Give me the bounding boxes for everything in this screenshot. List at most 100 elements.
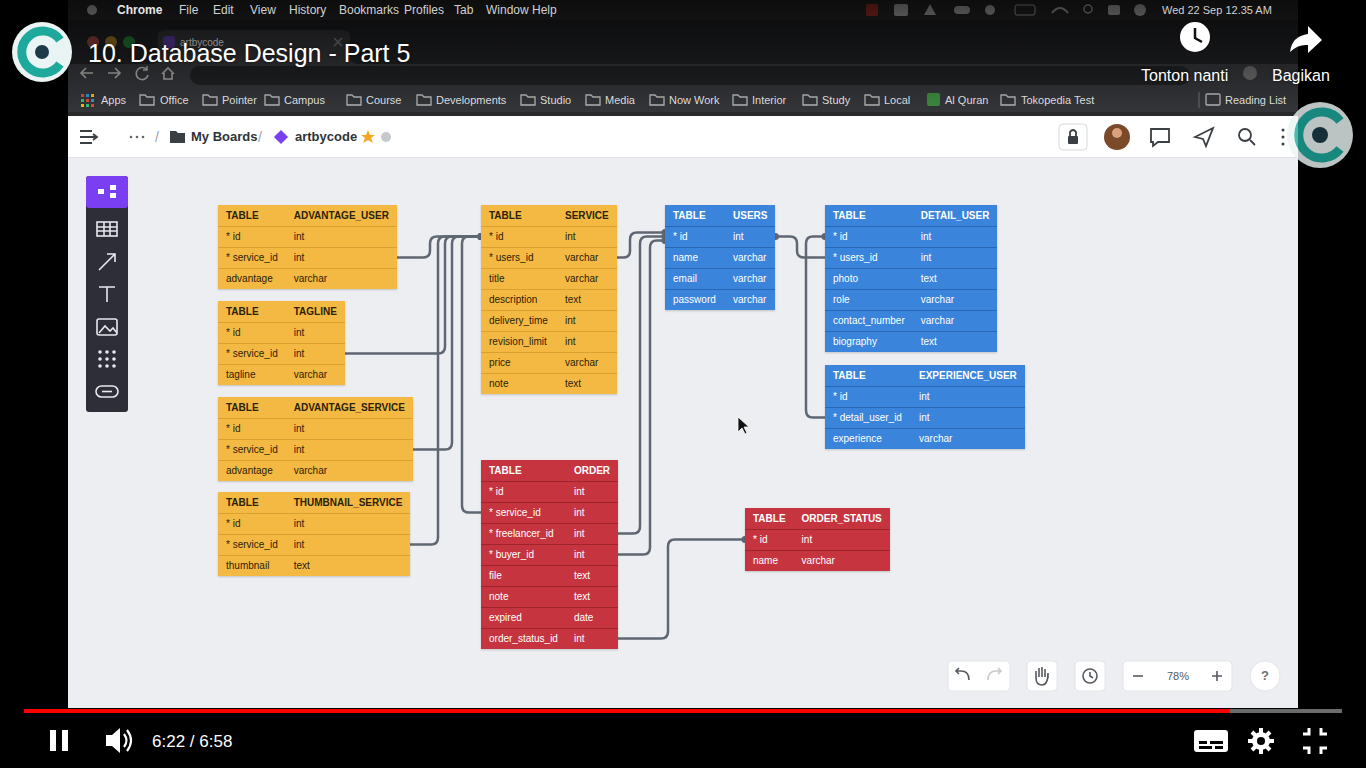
board-header-icons	[1059, 124, 1087, 150]
table-header-cell: TABLE	[481, 460, 566, 481]
field-type: varchar	[725, 247, 775, 268]
ui-label: Profiles	[404, 3, 444, 18]
ui-label: /	[258, 128, 262, 146]
connector-line	[410, 237, 481, 545]
ui-label: ?	[1261, 668, 1269, 684]
board-header-icons	[142, 136, 145, 139]
field-name: * id	[218, 322, 286, 343]
field-name: advantage	[218, 460, 286, 481]
connector-line	[775, 237, 825, 258]
channel-watermark	[1299, 112, 1340, 158]
field-type: int	[286, 226, 397, 247]
board-header-icons	[80, 124, 1285, 150]
field-name: expired	[481, 607, 566, 628]
ui-label: Chrome	[117, 3, 162, 18]
tool-palette	[105, 357, 109, 361]
field-type: int	[566, 628, 618, 649]
field-name: * id	[825, 386, 911, 407]
board-header-icons	[170, 131, 185, 143]
field-name: * id	[665, 226, 725, 247]
table-header-cell: TABLE	[825, 205, 913, 226]
board-header-icons	[1151, 129, 1169, 146]
table-box: TABLESERVICE* idint* users_idvarchartitl…	[481, 205, 617, 394]
field-name: photo	[825, 268, 913, 289]
tool-palette	[97, 222, 117, 335]
player-controls	[1199, 741, 1223, 749]
canvas-controls	[956, 668, 969, 680]
tool-palette	[99, 287, 115, 302]
table-header-cell: TABLE	[218, 492, 286, 513]
field-type: int	[913, 247, 998, 268]
field-name: experience	[825, 428, 911, 449]
field-type: text	[566, 586, 618, 607]
field-type: varchar	[557, 268, 617, 289]
ui-label: Local	[884, 93, 910, 107]
field-name: title	[481, 268, 557, 289]
field-type: varchar	[913, 310, 998, 331]
board-header-icons	[1282, 136, 1285, 139]
player-controls	[1303, 728, 1327, 754]
backgrounds	[68, 157, 1298, 158]
field-type: int	[286, 343, 345, 364]
board-header-icons	[1239, 129, 1251, 141]
field-type: int	[557, 331, 617, 352]
relation-connector	[617, 229, 669, 258]
field-type: varchar	[286, 364, 345, 385]
tool-palette	[99, 254, 115, 270]
table-header-cell: TABLE	[665, 205, 725, 226]
field-name: * service_id	[218, 247, 286, 268]
canvas-controls	[956, 667, 1222, 685]
ui-label: artbycode	[295, 129, 357, 145]
field-name: * buyer_id	[481, 544, 566, 565]
field-type: varchar	[557, 247, 617, 268]
ui-label: View	[250, 3, 276, 18]
ui-label: Tokopedia Test	[1021, 93, 1094, 107]
channel-watermark	[1312, 127, 1328, 143]
tool-palette	[98, 350, 102, 354]
field-type: varchar	[286, 268, 397, 289]
board-header-icons	[1195, 128, 1213, 146]
field-name: email	[665, 268, 725, 289]
field-name: * id	[481, 226, 557, 247]
field-type: varchar	[913, 289, 998, 310]
field-name: * service_id	[218, 534, 286, 555]
tool-palette	[98, 350, 116, 368]
field-type: int	[286, 418, 413, 439]
tool-palette	[99, 326, 117, 333]
tool-palette	[86, 176, 128, 208]
watch-later-icon	[1195, 28, 1202, 42]
ui-label: 78%	[1167, 669, 1189, 683]
field-type: int	[911, 386, 1025, 407]
canvas-controls	[948, 661, 1010, 691]
top-shade	[0, 0, 1366, 116]
table-header-cell: EXPERIENCE_USER	[911, 365, 1025, 386]
field-type: int	[557, 310, 617, 331]
board-header-icons	[1112, 128, 1122, 138]
tool-palette	[86, 176, 128, 412]
channel-watermark	[1287, 102, 1353, 168]
tool-palette	[112, 350, 116, 354]
player-controls	[106, 728, 120, 753]
canvas-controls	[1036, 667, 1048, 685]
field-type: varchar	[725, 289, 775, 310]
field-name: * id	[218, 513, 286, 534]
field-name: * id	[825, 226, 913, 247]
channel-logo	[12, 22, 72, 82]
ui-label: Course	[366, 93, 401, 107]
field-name: * freelancer_id	[481, 523, 566, 544]
relation-connector	[618, 233, 669, 534]
ui-label: Campus	[284, 93, 325, 107]
connector-line	[618, 237, 665, 534]
tool-palette	[97, 222, 117, 236]
progress-bar	[24, 709, 1230, 713]
channel-logo	[22, 31, 60, 73]
field-name: * service_id	[481, 502, 566, 523]
ui-label: History	[289, 3, 326, 18]
table-header-cell: TABLE	[825, 365, 911, 386]
ui-label: Bagikan	[1272, 66, 1330, 86]
watch-later-icon	[1180, 22, 1210, 52]
field-type: int	[557, 226, 617, 247]
canvas-controls	[948, 661, 1280, 691]
